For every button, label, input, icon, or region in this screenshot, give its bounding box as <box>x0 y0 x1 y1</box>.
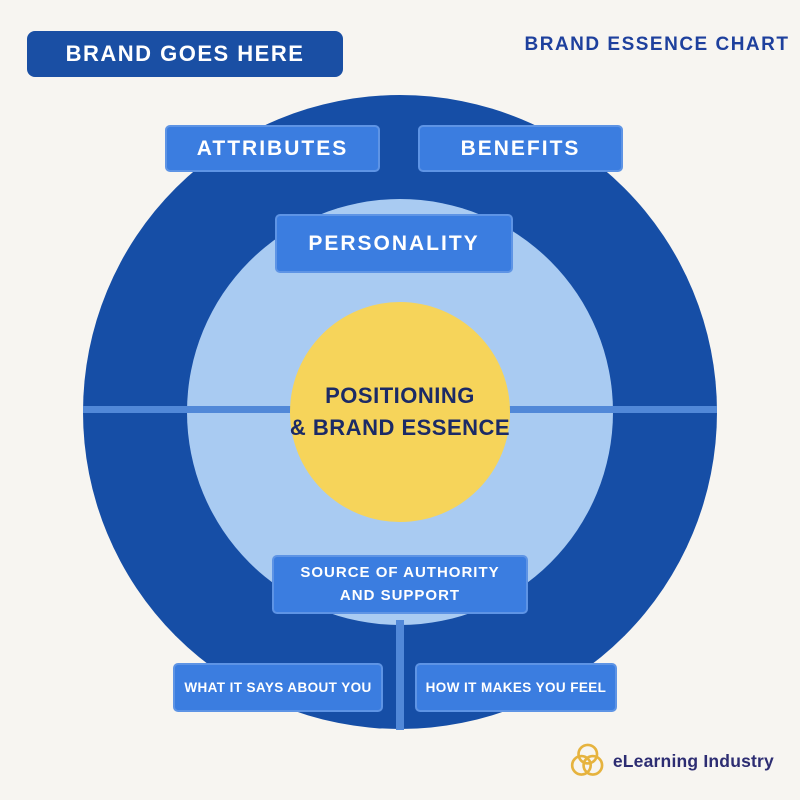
brand-placeholder-banner: BRAND GOES HERE <box>27 31 343 77</box>
label-attributes: ATTRIBUTES <box>165 125 380 172</box>
label-how-it-makes-you-feel-text: HOW IT MAKES YOU FEEL <box>425 680 607 695</box>
label-benefits-text: BENEFITS <box>460 136 581 160</box>
label-what-it-says-about-you: WHAT IT SAYS ABOUT YOU <box>173 663 383 712</box>
label-what-it-says-about-you-text: WHAT IT SAYS ABOUT YOU <box>184 680 372 695</box>
label-personality-text: PERSONALITY <box>308 231 480 255</box>
center-label-line1: POSITIONING <box>325 383 475 409</box>
elearning-industry-logo: eLearning Industry <box>568 742 774 780</box>
brand-placeholder-label: BRAND GOES HERE <box>65 41 305 66</box>
center-label-line2: & BRAND ESSENCE <box>289 415 511 440</box>
label-source-of-authority-text: SOURCE OF AUTHORITY AND SUPPORT <box>300 564 500 604</box>
page-title: BRAND ESSENCE CHART <box>524 34 790 55</box>
label-benefits: BENEFITS <box>418 125 623 172</box>
label-source-of-authority: SOURCE OF AUTHORITY AND SUPPORT <box>272 555 528 614</box>
vertical-divider-line <box>396 620 404 730</box>
label-how-it-makes-you-feel: HOW IT MAKES YOU FEEL <box>415 663 617 712</box>
label-personality: PERSONALITY <box>275 214 513 273</box>
trefoil-circles-icon <box>570 743 604 776</box>
elearning-industry-logo-text: eLearning Industry <box>612 750 774 771</box>
center-circle: POSITIONING & BRAND ESSENCE <box>290 302 510 522</box>
label-attributes-text: ATTRIBUTES <box>196 136 349 160</box>
